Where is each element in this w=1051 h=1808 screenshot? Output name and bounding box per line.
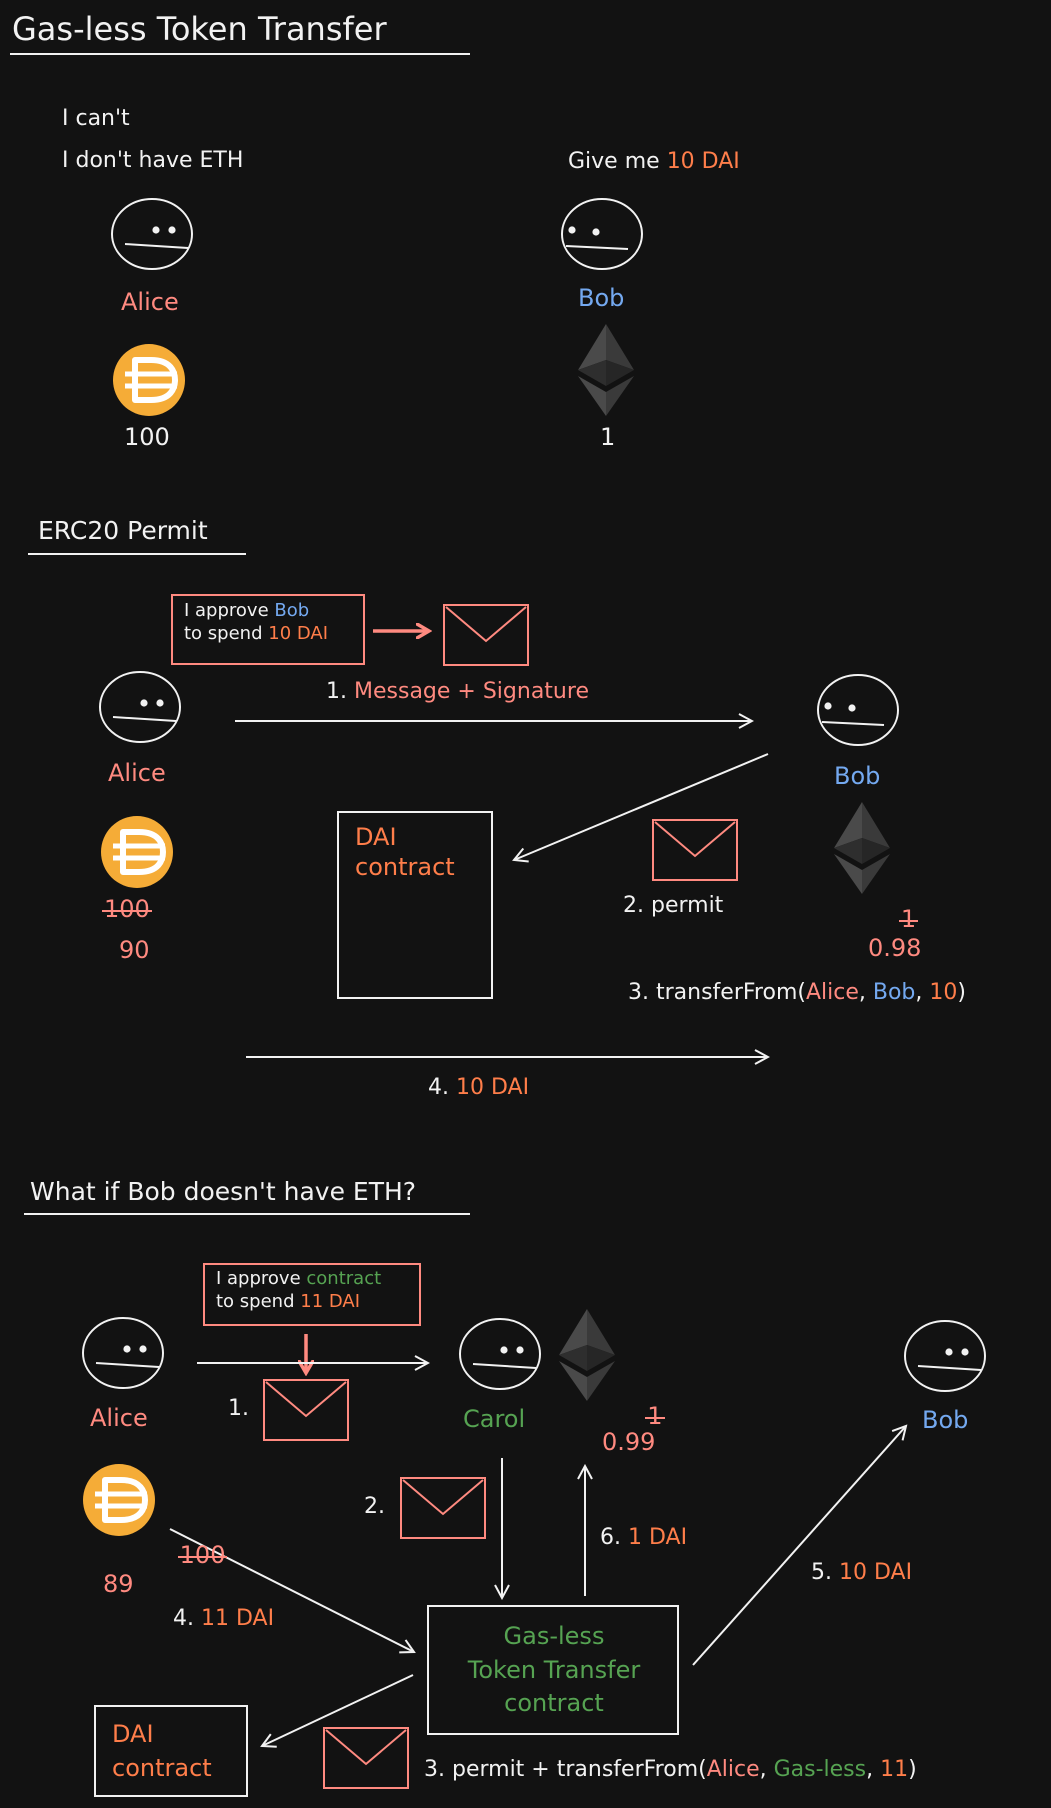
permit-note-text: I approve Bob to spend 10 DAI (184, 600, 328, 645)
approve-note-text: I approve contract to spend 11 DAI (216, 1268, 381, 1313)
contract-to-bob-arrow (692, 1426, 906, 1666)
carol-label: Carol (463, 1405, 526, 1433)
gasless-contract-label: Gas-less Token Transfer contract (467, 1622, 641, 1718)
alice-new-balance: 89 (103, 1570, 134, 1598)
approve-note-line2: to spend 11 DAI (216, 1290, 361, 1312)
bob-speech-prefix: Give me (568, 149, 660, 174)
dai-contract-label: DAI contract (112, 1720, 212, 1782)
bob-face-icon (817, 674, 899, 746)
step3-label: 3. permit + transferFrom(Alice, Gas-less… (424, 1757, 917, 1782)
contract-to-dai-arrow (262, 1674, 414, 1746)
bob-speech-amount: 10 DAI (666, 149, 740, 174)
alice-old-balance: 100 (177, 1541, 228, 1569)
step3-label: 3. transferFrom(Alice, Bob, 10) (628, 980, 966, 1005)
envelope-icon (652, 819, 738, 881)
bob-new-balance: 0.98 (868, 934, 922, 962)
eth-icon (578, 324, 634, 416)
bob-eth-balance: 1 (600, 423, 616, 451)
bob-face-icon (904, 1320, 986, 1392)
alice-label: Alice (108, 759, 166, 787)
bob-label: Bob (922, 1406, 969, 1434)
eth-icon (559, 1309, 615, 1401)
dai-contract-box (337, 811, 493, 999)
step4-label: 4. 11 DAI (173, 1606, 275, 1631)
envelope-icon (400, 1477, 486, 1539)
envelope-icon (323, 1727, 409, 1789)
alice-face-icon (111, 198, 193, 270)
permit-note-line2: to spend 10 DAI (184, 622, 329, 644)
alice-to-contract-arrow (169, 1528, 414, 1652)
carol-new-balance: 0.99 (602, 1428, 656, 1456)
step1-label: 1. (228, 1396, 249, 1421)
permit-note-line1: I approve Bob (184, 600, 310, 621)
step6-label: 6. 1 DAI (600, 1525, 688, 1550)
step1-label: 1. Message + Signature (326, 679, 589, 704)
step5-label: 5. 10 DAI (811, 1560, 913, 1585)
alice-new-balance: 90 (119, 936, 150, 964)
alice-label: Alice (121, 288, 179, 316)
carol-face-icon (459, 1318, 541, 1390)
approve-note-line1: I approve contract (216, 1268, 382, 1289)
dai-coin-icon (83, 1464, 155, 1536)
bob-label: Bob (834, 762, 881, 790)
dai-coin-icon (101, 816, 173, 888)
bob-label: Bob (578, 284, 625, 312)
page-title: Gas-less Token Transfer (12, 10, 387, 48)
envelope-icon (263, 1379, 349, 1441)
section3-heading: What if Bob doesn't have ETH? (30, 1177, 417, 1206)
bob-face-icon (561, 198, 643, 270)
gasless-contract-box (427, 1605, 679, 1735)
alice-old-balance: 100 (102, 895, 152, 923)
approve-note-box (203, 1263, 421, 1326)
step2-label: 2. permit (623, 893, 724, 918)
carol-old-balance: 1 (645, 1402, 665, 1430)
envelope-icon (443, 604, 529, 666)
dai-coin-icon (113, 344, 185, 416)
section2-heading: ERC20 Permit (38, 516, 208, 545)
alice-face-icon (82, 1317, 164, 1389)
alice-dai-balance: 100 (124, 423, 170, 451)
step4-label: 4. 10 DAI (428, 1075, 530, 1100)
alice-label: Alice (90, 1404, 148, 1432)
eth-icon (834, 802, 890, 894)
alice-speech-line1: I can't (62, 106, 130, 131)
alice-face-icon (99, 671, 181, 743)
bob-speech: Give me 10 DAI (568, 149, 740, 174)
permit-arrow (514, 753, 769, 860)
step2-label: 2. (364, 1494, 385, 1519)
dai-contract-label: DAI contract (355, 823, 455, 881)
dai-contract-box (94, 1705, 248, 1797)
bob-old-balance: 1 (898, 905, 919, 933)
permit-note-box (171, 594, 365, 665)
alice-speech-line2: I don't have ETH (62, 148, 244, 173)
